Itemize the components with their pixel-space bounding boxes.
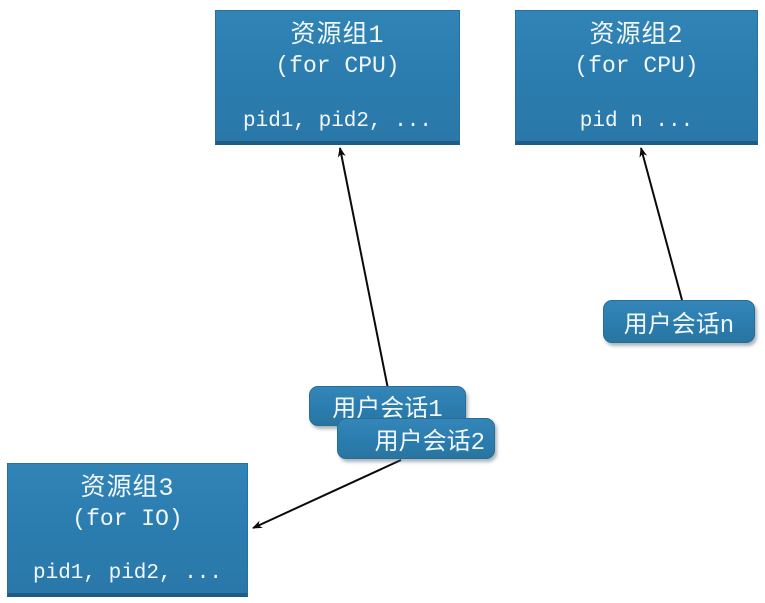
session-n-box: 用户会话n — [603, 300, 755, 343]
resource-group-2-title: 资源组2 — [589, 21, 684, 50]
arrow-session2-to-group3 — [252, 459, 402, 529]
arrow-sessionN-to-group2 — [639, 147, 683, 301]
resource-group-3-title: 资源组3 — [80, 474, 175, 503]
resource-group-3: 资源组3 (for IO) pid1, pid2, ... — [7, 463, 248, 597]
resource-group-3-subtitle: (for IO) — [72, 506, 183, 532]
resource-group-2: 资源组2 (for CPU) pid n ... — [515, 10, 758, 145]
session-n-label: 用户会话n — [623, 312, 735, 340]
resource-group-2-pids: pid n ... — [579, 110, 694, 133]
arrow-session1-to-group1 — [337, 147, 389, 390]
session-2-label: 用户会话2 — [374, 429, 485, 457]
resource-group-1: 资源组1 (for CPU) pid1, pid2, ... — [215, 10, 460, 145]
resource-group-2-subtitle: (for CPU) — [574, 53, 699, 79]
resource-group-1-subtitle: (for CPU) — [275, 53, 400, 79]
resource-group-1-pids: pid1, pid2, ... — [242, 110, 433, 133]
resource-group-3-pids: pid1, pid2, ... — [32, 562, 223, 585]
resource-group-1-title: 资源组1 — [290, 21, 385, 50]
session-2-box: 用户会话2 — [337, 418, 495, 459]
